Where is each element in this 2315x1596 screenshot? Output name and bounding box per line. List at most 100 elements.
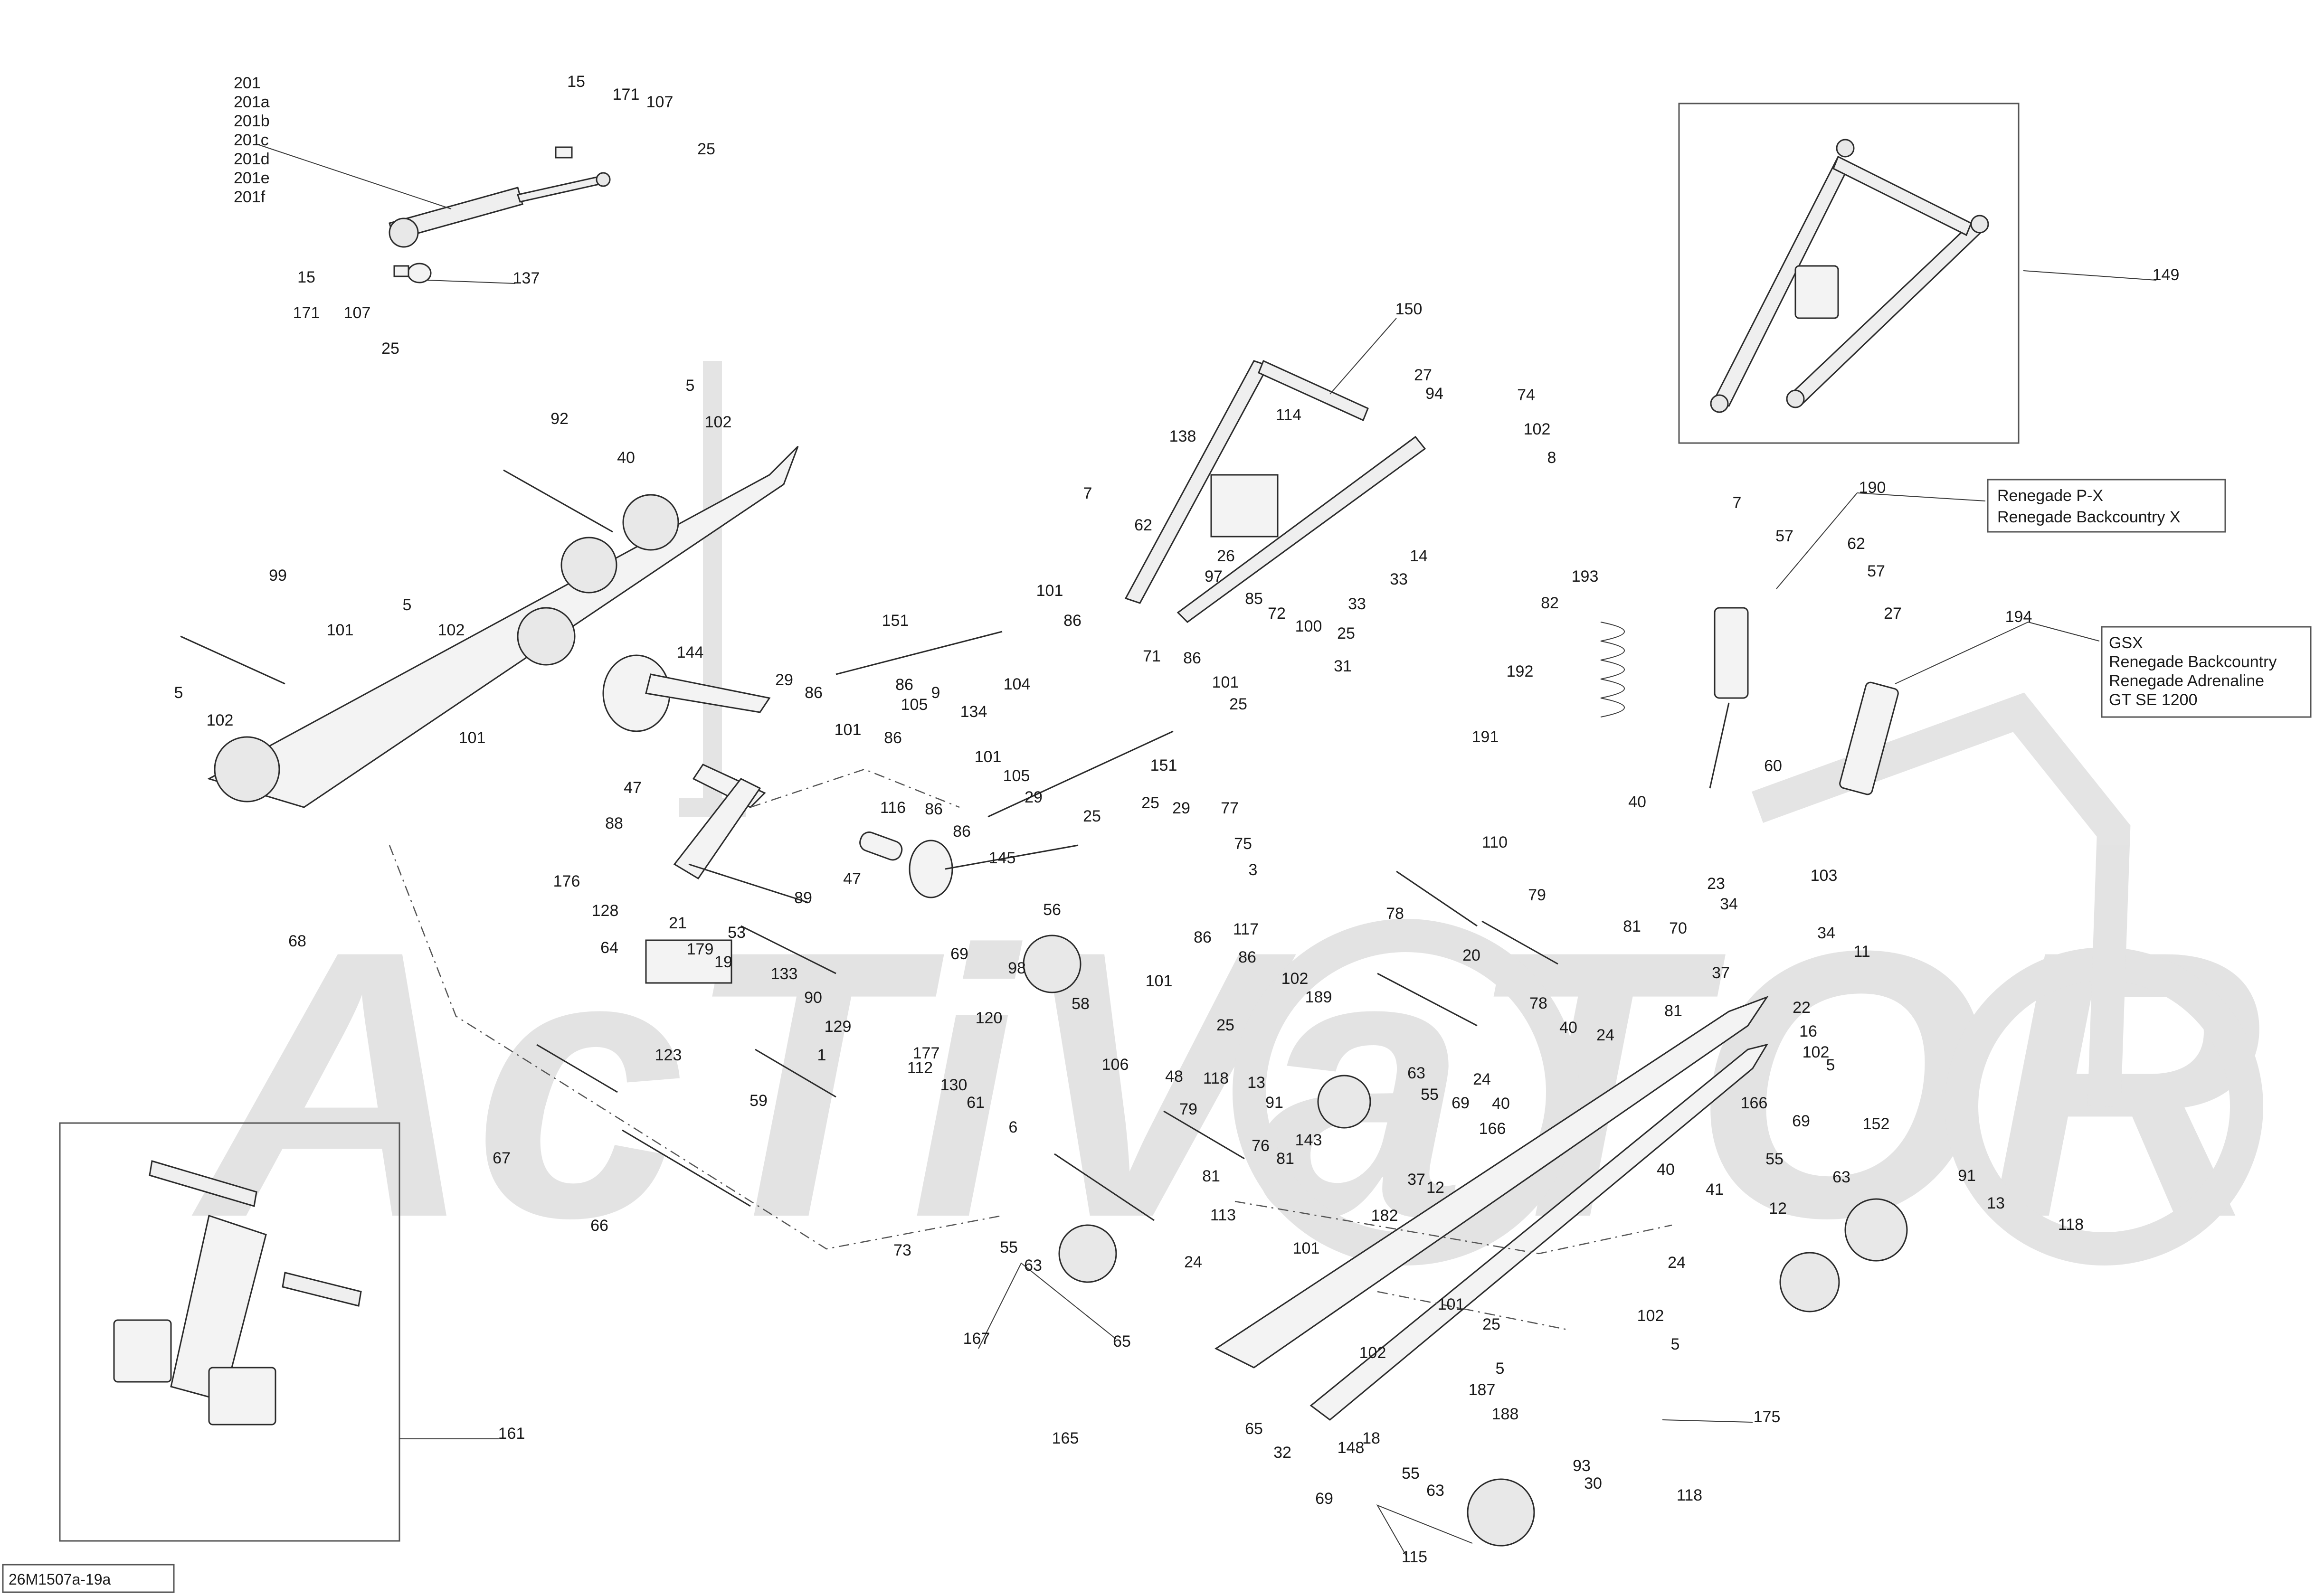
part-number-label: 34 bbox=[1720, 895, 1738, 913]
part-number-label: 61 bbox=[967, 1094, 985, 1112]
part-number-label: 182 bbox=[1371, 1207, 1398, 1225]
part-number-label: 151 bbox=[882, 612, 909, 630]
left-slide-rail bbox=[180, 445, 799, 808]
part-number-label: 20 bbox=[1462, 946, 1480, 964]
model-note-190-line2: Renegade Backcountry X bbox=[1997, 508, 2181, 526]
part-number-label: 40 bbox=[1559, 1019, 1577, 1037]
part-number-label: 114 bbox=[1276, 406, 1301, 424]
part-number-label: 106 bbox=[1102, 1056, 1129, 1074]
callout-201d: 201d bbox=[234, 150, 270, 168]
part-number-label: 48 bbox=[1165, 1067, 1183, 1086]
part-number-label: 74 bbox=[1517, 386, 1535, 404]
part-number-label: 77 bbox=[1221, 799, 1239, 817]
rear-arm-assembly-inset bbox=[1710, 139, 1989, 413]
part-number-label: 118 bbox=[2058, 1216, 2084, 1234]
part-number-label: 24 bbox=[1184, 1253, 1202, 1271]
part-number-label: 37 bbox=[1712, 964, 1730, 982]
part-number-label: 24 bbox=[1596, 1026, 1614, 1044]
part-number-label: 19 bbox=[714, 953, 732, 971]
part-number-label: 133 bbox=[771, 965, 798, 983]
part-number-label: 25 bbox=[381, 340, 399, 358]
part-number-label: 176 bbox=[553, 872, 580, 890]
model-note-194-line4: GT SE 1200 bbox=[2109, 691, 2198, 709]
part-number-label: 68 bbox=[288, 932, 306, 950]
part-number-label: 32 bbox=[1273, 1444, 1291, 1462]
part-number-label: 177 bbox=[913, 1044, 940, 1062]
part-number-label: 144 bbox=[677, 643, 704, 661]
part-number-label: 29 bbox=[1025, 788, 1043, 806]
part-number-label: 150 bbox=[1395, 300, 1423, 318]
part-number-label: 113 bbox=[1210, 1206, 1236, 1224]
part-number-label: 64 bbox=[600, 939, 618, 957]
part-number-label: 161 bbox=[498, 1425, 525, 1443]
part-number-label: 88 bbox=[605, 814, 623, 832]
part-number-label: 166 bbox=[1479, 1120, 1506, 1138]
part-number-label: 148 bbox=[1338, 1439, 1365, 1457]
part-number-label: 29 bbox=[1172, 799, 1190, 817]
part-number-label: 187 bbox=[1469, 1381, 1496, 1399]
part-number-label: 188 bbox=[1492, 1405, 1519, 1423]
part-number-label: 13 bbox=[1987, 1194, 2005, 1212]
part-number-label: 192 bbox=[1507, 662, 1534, 680]
part-number-label: 85 bbox=[1245, 590, 1263, 608]
part-number-label: 118 bbox=[1203, 1069, 1229, 1087]
inset-box-161 bbox=[59, 1122, 400, 1542]
part-number-label: 101 bbox=[1146, 972, 1173, 990]
part-number-label: 55 bbox=[1421, 1086, 1439, 1104]
part-number-label: 107 bbox=[646, 93, 674, 111]
part-number-label: 1 bbox=[817, 1046, 826, 1064]
part-number-label: 101 bbox=[1036, 582, 1063, 600]
part-number-label: 55 bbox=[1402, 1464, 1420, 1483]
part-number-label: 128 bbox=[592, 902, 619, 920]
part-number-label: 7 bbox=[1083, 484, 1092, 502]
part-number-label: 171 bbox=[613, 85, 640, 104]
part-number-label: 8 bbox=[1547, 449, 1556, 467]
part-number-label: 65 bbox=[1113, 1332, 1131, 1350]
part-number-label: 79 bbox=[1528, 886, 1546, 904]
part-number-label: 171 bbox=[293, 304, 320, 322]
part-number-label: 138 bbox=[1169, 427, 1196, 445]
part-number-label: 24 bbox=[1473, 1070, 1491, 1088]
right-slide-rail bbox=[1054, 870, 1908, 1547]
part-number-label: 5 bbox=[1496, 1360, 1505, 1378]
callout-201c: 201c bbox=[234, 131, 269, 149]
part-number-label: 3 bbox=[1249, 861, 1258, 879]
part-number-label: 130 bbox=[940, 1076, 968, 1094]
part-number-label: 15 bbox=[297, 268, 315, 286]
part-number-label: 101 bbox=[327, 621, 354, 639]
assembly-guide-line bbox=[389, 845, 1003, 1250]
part-number-label: 33 bbox=[1390, 570, 1408, 588]
part-number-label: 25 bbox=[1216, 1016, 1234, 1034]
part-number-label: 92 bbox=[550, 410, 569, 428]
part-number-label: 40 bbox=[617, 449, 635, 467]
part-number-label: 143 bbox=[1295, 1131, 1322, 1149]
front-shock-201 bbox=[389, 146, 611, 283]
part-number-label: 72 bbox=[1268, 604, 1286, 623]
assembly-guide-line bbox=[1377, 1291, 1568, 1331]
part-number-label: 27 bbox=[1884, 604, 1902, 623]
part-number-label: 7 bbox=[1733, 494, 1742, 512]
part-number-label: 57 bbox=[1867, 562, 1885, 580]
part-number-label: 69 bbox=[1792, 1112, 1810, 1130]
part-number-label: 5 bbox=[686, 377, 695, 395]
part-number-label: 29 bbox=[775, 671, 793, 689]
part-number-label: 86 bbox=[1194, 928, 1212, 946]
part-number-label: 86 bbox=[953, 822, 971, 840]
part-number-label: 63 bbox=[1426, 1482, 1444, 1500]
part-number-label: 5 bbox=[174, 684, 183, 702]
part-number-label: 53 bbox=[728, 924, 746, 942]
part-number-label: 25 bbox=[697, 140, 715, 158]
watermark: AcTiVaTOR bbox=[188, 361, 2263, 1296]
part-number-label: 134 bbox=[960, 703, 987, 721]
part-number-label: 167 bbox=[963, 1330, 990, 1348]
part-number-label: 25 bbox=[1229, 695, 1247, 713]
part-number-label: 145 bbox=[989, 849, 1016, 867]
part-number-label: 66 bbox=[590, 1217, 608, 1235]
model-note-box-194 bbox=[2101, 626, 2312, 718]
part-number-label: 101 bbox=[459, 729, 486, 747]
part-number-label: 86 bbox=[925, 800, 943, 818]
part-number-label: 93 bbox=[1573, 1457, 1591, 1475]
part-number-label: 12 bbox=[1769, 1199, 1787, 1218]
leader-lines bbox=[258, 144, 2157, 1556]
